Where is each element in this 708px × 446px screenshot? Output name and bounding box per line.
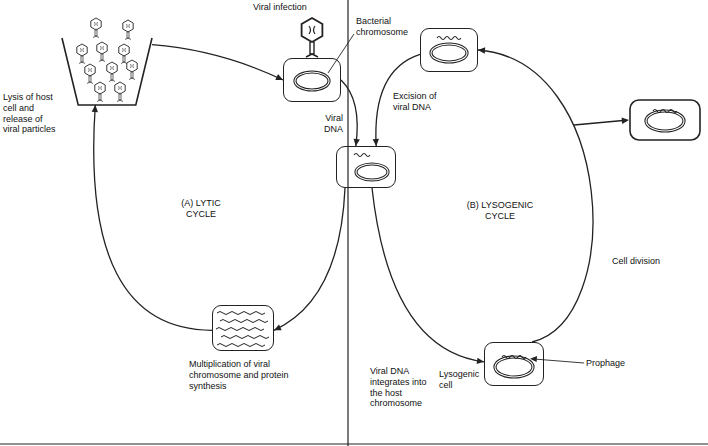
bacterial-cell: Multiplication of viral chromosome and p… bbox=[212, 305, 274, 351]
bacterial-chromosome-inner bbox=[431, 44, 467, 62]
cycle-arrow bbox=[341, 80, 360, 146]
edge-label: Viral DNA integrates into the host chrom… bbox=[370, 366, 434, 409]
phage-particle bbox=[91, 18, 101, 38]
phage-particle bbox=[95, 82, 105, 102]
bacterial-cell: Excision of viral DNA bbox=[420, 28, 478, 72]
cell-caption: Lysogenic cell bbox=[439, 369, 483, 391]
bacterial-chromosome-inner bbox=[495, 357, 533, 377]
cell-caption: Excision of viral DNA bbox=[393, 91, 453, 113]
bacterial-cell: Viral infection bbox=[283, 58, 341, 102]
divider-line bbox=[347, 0, 348, 446]
leader-line bbox=[328, 34, 354, 73]
cup-wall bbox=[62, 38, 152, 105]
arrowhead bbox=[92, 105, 98, 112]
viral-dna bbox=[354, 154, 370, 157]
bacteriophage bbox=[302, 18, 323, 57]
cell-caption: Viral DNA bbox=[313, 113, 343, 135]
figure-label: (A) LYTIC CYCLE bbox=[170, 198, 232, 220]
viral-dna bbox=[220, 320, 268, 323]
bacterial-chromosome bbox=[495, 357, 533, 377]
cell-caption: Lysis of host cell and release of viral … bbox=[3, 92, 59, 135]
phage-particle bbox=[127, 60, 137, 80]
figure-label: Prophage bbox=[586, 358, 636, 369]
phage-particle bbox=[119, 44, 129, 64]
figure-label: Bacterial chromosome bbox=[356, 16, 416, 38]
daughter-cell bbox=[630, 100, 700, 140]
cycle-arrow-line bbox=[152, 45, 283, 80]
edge-label: Cell division bbox=[612, 256, 682, 267]
cell-caption: Viral infection bbox=[253, 2, 333, 13]
bacterial-chromosome bbox=[646, 111, 684, 131]
viral-dna bbox=[217, 344, 265, 347]
leader-line bbox=[534, 359, 584, 363]
cycle-arrow-line bbox=[478, 50, 593, 342]
arrowhead bbox=[373, 139, 379, 146]
prophage bbox=[653, 110, 677, 113]
bacterial-chromosome bbox=[431, 44, 467, 62]
branch-arrowhead bbox=[622, 118, 629, 125]
phage-particle bbox=[123, 20, 133, 40]
bacterial-cell: Lysogenic cell bbox=[484, 342, 544, 386]
arrowhead bbox=[478, 47, 485, 53]
figure-label: (B) LYSOGENIC CYCLE bbox=[462, 200, 538, 222]
cycle-arrow bbox=[152, 45, 283, 80]
bacterial-chromosome bbox=[356, 164, 388, 180]
prophage bbox=[502, 356, 526, 359]
cycle-arrow bbox=[478, 47, 593, 342]
phage-particle bbox=[107, 62, 117, 82]
cycle-arrow bbox=[274, 188, 345, 330]
bottom-rule bbox=[0, 444, 708, 445]
bacterial-chromosome-inner bbox=[356, 164, 388, 180]
viral-dna bbox=[221, 336, 269, 339]
bacterial-chromosome bbox=[295, 72, 329, 90]
cycle-arrow-line bbox=[274, 188, 345, 330]
phage-particle bbox=[77, 44, 87, 64]
leader-arrowhead bbox=[530, 356, 537, 362]
phage-particle bbox=[85, 64, 95, 84]
cup-outline bbox=[62, 38, 152, 105]
viral-dna bbox=[216, 328, 264, 331]
viral-dna bbox=[437, 37, 461, 40]
arrowhead bbox=[274, 324, 282, 330]
bacterial-chromosome-inner bbox=[295, 72, 329, 90]
arrowhead bbox=[354, 139, 360, 146]
lysis-cup: Lysis of host cell and release of viral … bbox=[62, 38, 152, 105]
bacterial-chromosome-inner bbox=[646, 111, 684, 131]
phage-particle bbox=[115, 82, 125, 102]
arrowhead bbox=[275, 74, 283, 80]
viral-dna bbox=[217, 312, 265, 315]
bacterial-cell: Viral DNA bbox=[336, 146, 396, 188]
branch-arrow bbox=[574, 121, 623, 126]
cell-caption: Multiplication of viral chromosome and p… bbox=[189, 359, 289, 391]
arrowhead bbox=[477, 358, 484, 364]
phage-particle bbox=[97, 42, 107, 62]
cycle-arrow-line bbox=[341, 80, 357, 146]
